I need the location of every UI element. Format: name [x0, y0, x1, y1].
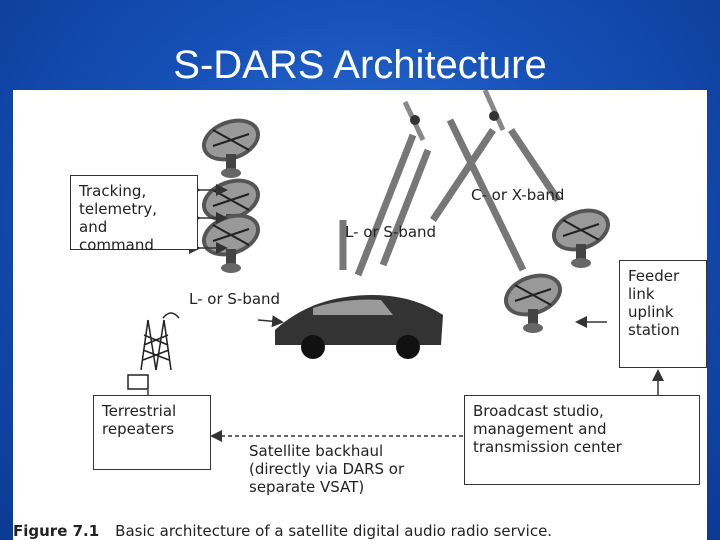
dish-icon — [194, 109, 268, 179]
satellite-icon — [402, 100, 426, 142]
band-arrows — [339, 118, 561, 277]
feeder-box: Feeder link uplink station — [619, 260, 707, 368]
tower-icon — [140, 312, 180, 371]
car-icon — [275, 295, 443, 359]
c-x-band-label: C- or X-band — [471, 186, 565, 204]
figure-caption: Figure 7.1 Basic architecture of a satell… — [13, 522, 552, 540]
l-s-band-top-label: L- or S-band — [345, 223, 437, 241]
repeater-hut-icon — [127, 374, 149, 390]
terrestrial-box: Terrestrial repeaters — [93, 395, 211, 470]
dish-icon — [544, 199, 618, 269]
slide-title: S-DARS Architecture — [173, 43, 547, 87]
architecture-diagram — [127, 90, 664, 442]
tracking-box: Tracking, telemetry, and command — [70, 175, 198, 254]
broadcast-box: Broadcast studio, management and transmi… — [464, 395, 700, 485]
dish-icon — [496, 264, 570, 334]
l-s-band-left-label: L- or S-band — [189, 290, 281, 308]
satellite-icon — [482, 90, 506, 132]
figure-caption-text: Basic architecture of a satellite digita… — [115, 522, 553, 540]
architecture-figure: Tracking, telemetry, and command Feeder … — [13, 90, 707, 540]
figure-number: Figure 7.1 — [13, 522, 100, 540]
dish-icon — [194, 204, 268, 274]
backhaul-label: Satellite backhaul (directly via DARS or… — [249, 442, 405, 496]
